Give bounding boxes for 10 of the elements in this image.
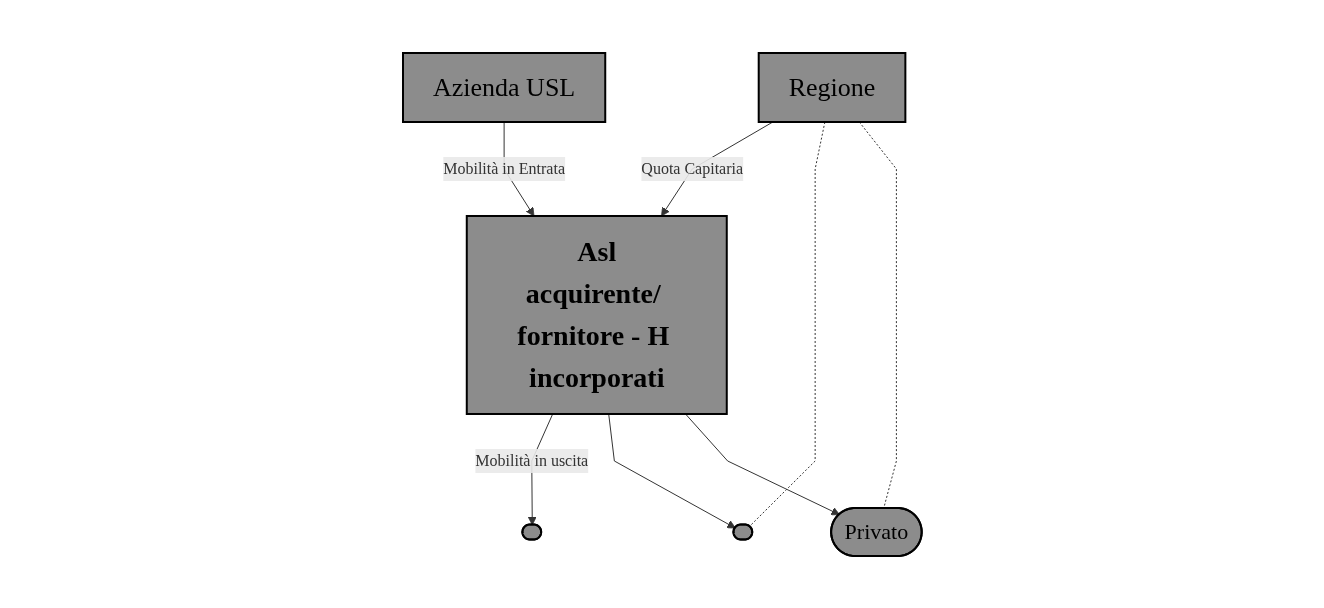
connector	[748, 121, 826, 527]
edge-label: Mobilità in uscita	[475, 451, 588, 469]
arrow	[607, 413, 736, 528]
arrow	[684, 413, 840, 515]
node-box: Regione	[757, 51, 906, 123]
node-box: Asl acquirente/ fornitore - H incorporati	[465, 214, 728, 415]
connector	[858, 121, 897, 509]
edge-label: Quota Capitaria	[641, 159, 743, 177]
node-box: Azienda USL	[401, 51, 606, 123]
edge-label: Mobilità in Entrata	[442, 159, 565, 177]
